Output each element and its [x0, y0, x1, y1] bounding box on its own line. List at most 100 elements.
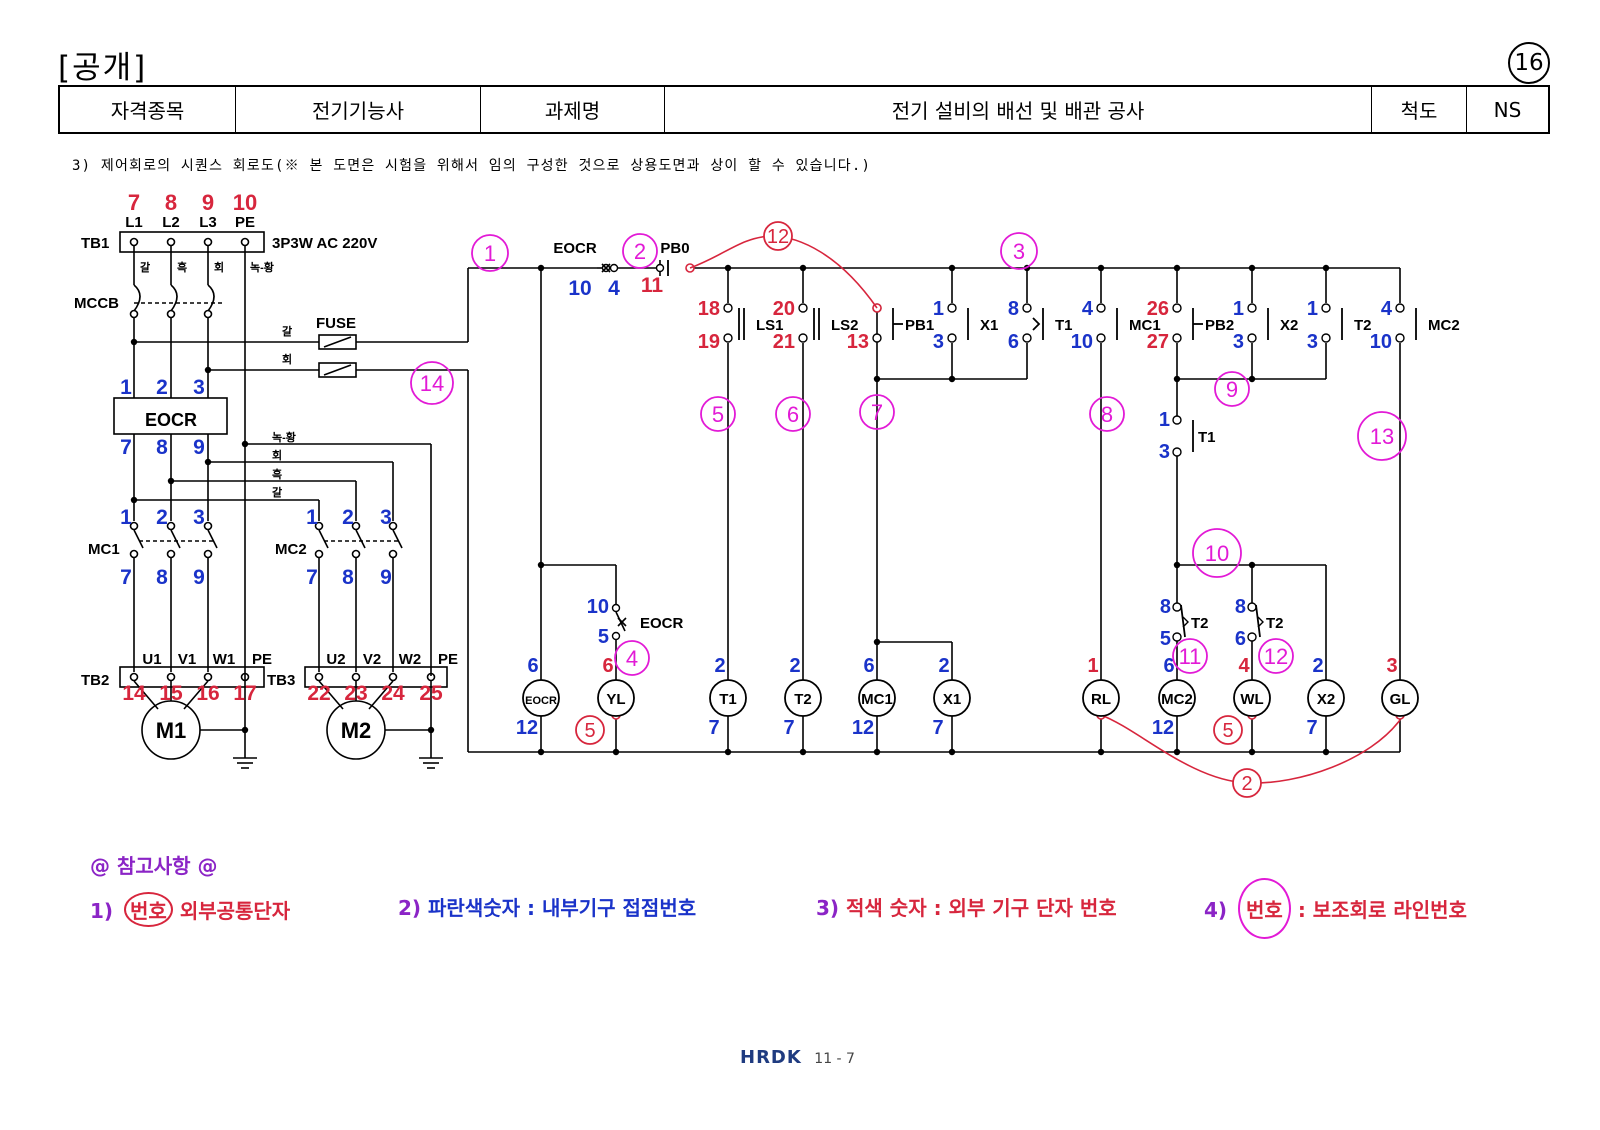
- junction-dot: [537, 264, 545, 272]
- tb2-number: 16: [196, 682, 219, 705]
- contact-terminal: [1321, 333, 1331, 343]
- info-cell-label-qualification: 자격종목: [58, 85, 236, 134]
- red-line-number-circle: [763, 221, 793, 251]
- note-4: 4) 번호 : 보조회로 라인번호: [1204, 878, 1467, 939]
- junction-dot: [799, 264, 807, 272]
- tb3-number: 23: [344, 682, 367, 705]
- contact-number-bottom: 6: [1008, 331, 1019, 353]
- load-number-bottom: 7: [708, 717, 719, 739]
- load-circle: [597, 679, 635, 717]
- line-number: 5: [712, 402, 724, 427]
- pb0-label: PB0: [660, 240, 689, 257]
- mc-out-number: 8: [342, 566, 354, 589]
- junction-dot: [204, 458, 212, 466]
- info-cell-label-task: 과제명: [480, 85, 665, 134]
- line-number: 4: [626, 646, 638, 671]
- contact-number-bottom: 5: [1160, 628, 1171, 650]
- contact-label: T2: [1191, 615, 1209, 632]
- load-number-bottom: 7: [1306, 717, 1317, 739]
- mc-in-number: 2: [156, 506, 168, 529]
- load-number-top: 2: [1312, 655, 1323, 677]
- mccb-label: MCCB: [74, 295, 119, 312]
- red-line-number-circle: [575, 715, 605, 745]
- line-number: 3: [1013, 239, 1025, 264]
- tb3-label: U2: [326, 651, 345, 668]
- junction-dot: [1248, 375, 1256, 383]
- junction-dot: [1322, 264, 1330, 272]
- contact-label: T2: [1354, 317, 1372, 334]
- note-1-circled: 번호: [124, 892, 173, 927]
- line-number-circle: [1000, 232, 1038, 270]
- line-number: 11: [1179, 644, 1202, 669]
- notes-title: @ 참고사항 @: [90, 854, 218, 878]
- contact-label: MC1: [1129, 317, 1161, 334]
- note-2-text-a: 파란색숫자: [428, 896, 521, 920]
- junction-dot: [873, 748, 881, 756]
- footer-page-number: 11 - 7: [814, 1051, 855, 1067]
- contact-number-top: 10: [587, 596, 609, 618]
- notes-section: @ 참고사항 @ 1) 번호 외부공통단자 2) 파란색숫자 : 내부기구 접점…: [90, 850, 1550, 940]
- junction-dot: [537, 561, 545, 569]
- load-number-bottom: 12: [1152, 717, 1174, 739]
- contact-terminal: [611, 603, 621, 613]
- tb3-number: 24: [381, 682, 405, 705]
- junction-dot: [1173, 561, 1181, 569]
- tb1-terminal-block: [119, 231, 265, 253]
- load-circle: [858, 679, 896, 717]
- junction-dot: [130, 496, 138, 504]
- load-number-top: 6: [527, 655, 538, 677]
- page-heading: [공개]: [58, 50, 148, 86]
- line-number-circle: [1172, 638, 1208, 674]
- junction-dot: [724, 748, 732, 756]
- tb2-label: U1: [142, 651, 161, 668]
- load-number-bottom: 7: [783, 717, 794, 739]
- contact-terminal: [723, 303, 733, 313]
- contact-number-bottom: 19: [698, 331, 720, 353]
- tb3-number: 22: [307, 682, 330, 705]
- load-label: EOCR: [525, 695, 557, 707]
- tb2-number: 14: [122, 682, 146, 705]
- contact-number-top: 18: [698, 298, 720, 320]
- load-label: WL: [1240, 691, 1263, 708]
- red-line-number: 2: [1241, 773, 1252, 795]
- note-1: 1) 번호 외부공통단자: [90, 892, 290, 927]
- red-line-number-circle: [1213, 715, 1243, 745]
- mc1-power-label: MC1: [88, 541, 120, 558]
- load-circle: [1381, 679, 1419, 717]
- tb2-label: W1: [213, 651, 236, 668]
- line-number-circle: [1214, 371, 1250, 407]
- supply-label: PE: [235, 214, 255, 231]
- eocr-terminal-number: 4: [608, 277, 620, 300]
- line-number: 7: [871, 400, 883, 425]
- junction-dot: [948, 264, 956, 272]
- contact-terminal: [1247, 602, 1257, 612]
- load-label: X2: [1317, 691, 1335, 708]
- load-circle: [1307, 679, 1345, 717]
- contact-number-top: 1: [1233, 298, 1244, 320]
- mccb-pole-2: [170, 284, 178, 312]
- eocr-in-number: 1: [120, 376, 132, 399]
- load-number-top: 6: [863, 655, 874, 677]
- line-number: 9: [1226, 377, 1238, 402]
- line-number-circle: [410, 361, 454, 405]
- contact-label: X2: [1280, 317, 1298, 334]
- timer-mark: [1182, 616, 1189, 628]
- contact-number-top: 1: [933, 298, 944, 320]
- tb2-label: PE: [252, 651, 272, 668]
- line-number-circle: [775, 396, 811, 432]
- mc2-power-label: MC2: [275, 541, 307, 558]
- wire-color-label: 갈: [272, 485, 282, 499]
- junction-dot: [799, 748, 807, 756]
- load-label: T1: [719, 691, 737, 708]
- eocr-in-number: 2: [156, 376, 168, 399]
- contact-terminal: [1022, 303, 1032, 313]
- wire-color-label: 회: [282, 352, 292, 366]
- red-line-number: 12: [767, 226, 789, 248]
- load-circle: [709, 679, 747, 717]
- supply-number: 9: [202, 190, 214, 215]
- line-number-circle: [859, 394, 895, 430]
- fuse-label: FUSE: [316, 315, 356, 332]
- contact-label: T2: [1266, 615, 1284, 632]
- line-number-circle: [614, 640, 650, 676]
